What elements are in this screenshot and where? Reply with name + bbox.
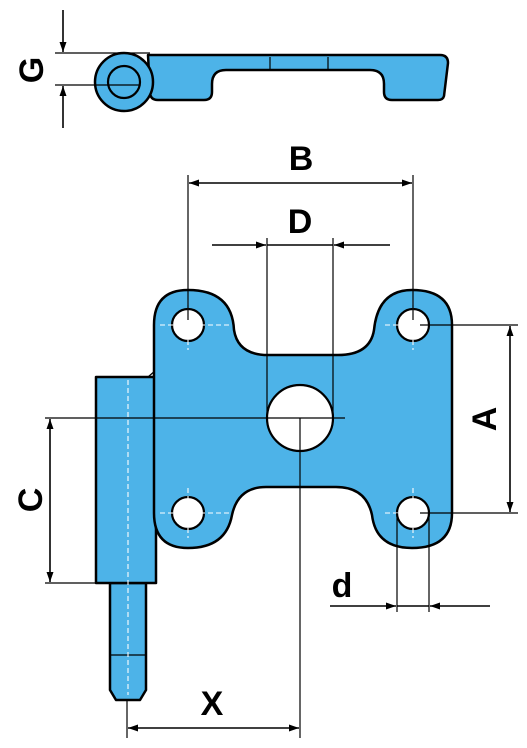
label-b: B	[289, 140, 314, 178]
dimension-d-small-hole: d	[330, 513, 490, 612]
dimension-g: G	[13, 10, 150, 128]
pin-bore	[106, 64, 142, 100]
label-d-lower: d	[332, 567, 353, 605]
pin-body	[94, 375, 158, 585]
dimension-c: C	[12, 417, 345, 584]
dimension-x: X	[126, 418, 301, 738]
side-view	[93, 51, 450, 113]
label-a: A	[466, 407, 504, 432]
label-x: X	[201, 685, 224, 723]
label-g: G	[13, 57, 51, 83]
label-d-upper: D	[288, 203, 313, 241]
side-view-plate	[146, 53, 450, 102]
label-c: C	[12, 488, 50, 513]
front-view	[94, 288, 454, 702]
dimension-a: A	[420, 324, 518, 514]
dimension-d-diameter: D	[212, 203, 390, 418]
dimension-b: B	[187, 140, 414, 320]
